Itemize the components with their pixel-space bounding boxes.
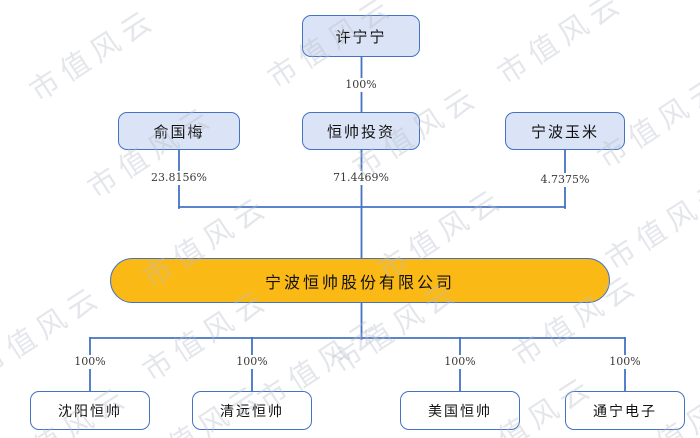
ownership-pct-qingyuan: 100%: [232, 355, 272, 369]
node-company-ningbo-hengshuai: 宁波恒帅股份有限公司: [110, 258, 610, 303]
node-label: 通宁电子: [593, 403, 657, 420]
node-subsidiary-tongning: 通宁电子: [565, 391, 685, 430]
node-shareholder-ningbo-yumi: 宁波玉米: [505, 112, 625, 150]
ownership-pct-meiguo: 100%: [440, 355, 480, 369]
ownership-pct-root: 100%: [341, 78, 381, 92]
node-label: 清远恒帅: [220, 403, 284, 420]
node-label: 俞国梅: [153, 122, 205, 141]
node-controller-xuningning: 许宁宁: [302, 15, 420, 57]
ownership-pct-ningbo-yumi: 4.7375%: [536, 173, 594, 187]
ownership-pct-shenyang: 100%: [70, 355, 110, 369]
company-label: 宁波恒帅股份有限公司: [264, 272, 455, 292]
node-shareholder-hengshuai-investment: 恒帅投资: [302, 112, 420, 150]
node-label: 沈阳恒帅: [58, 403, 122, 420]
ownership-pct-yuguomei: 23.8156%: [147, 171, 211, 185]
node-shareholder-yuguomei: 俞国梅: [118, 112, 240, 150]
node-subsidiary-shenyang: 沈阳恒帅: [30, 391, 150, 430]
node-subsidiary-qingyuan: 清远恒帅: [192, 391, 312, 430]
node-label: 美国恒帅: [428, 403, 492, 420]
node-label: 许宁宁: [335, 27, 387, 46]
ownership-pct-hengshuai-investment: 71.4469%: [329, 171, 393, 185]
node-label: 宁波玉米: [530, 122, 599, 141]
node-subsidiary-meiguo: 美国恒帅: [400, 391, 520, 430]
ownership-pct-tongning: 100%: [605, 355, 645, 369]
node-label: 恒帅投资: [326, 122, 395, 141]
